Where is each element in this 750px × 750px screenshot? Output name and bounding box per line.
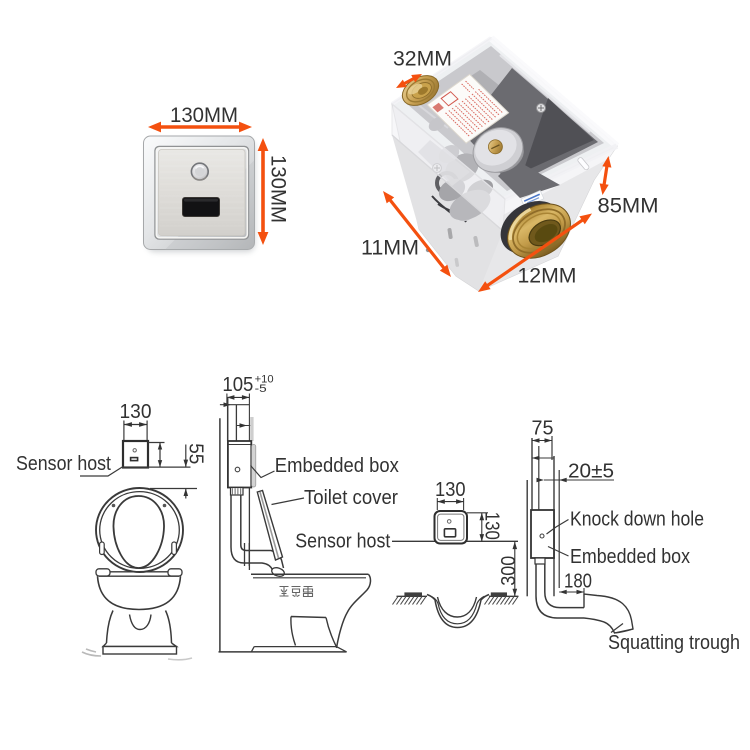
svg-text:-5: -5 <box>255 383 267 395</box>
svg-text:Embedded box: Embedded box <box>275 455 399 477</box>
svg-text:+10: +10 <box>255 374 274 386</box>
svg-text:130: 130 <box>480 512 502 540</box>
svg-text:Toilet cover: Toilet cover <box>304 487 398 509</box>
svg-text:75: 75 <box>532 418 554 440</box>
svg-text:Squatting trough: Squatting trough <box>608 632 740 654</box>
svg-text:130: 130 <box>435 479 466 501</box>
svg-text:130: 130 <box>120 401 152 423</box>
svg-text:Sensor host: Sensor host <box>295 531 390 553</box>
svg-text:12MM: 12MM <box>518 265 577 288</box>
svg-text:Knock down hole: Knock down hole <box>570 509 704 531</box>
svg-text:55: 55 <box>185 443 207 464</box>
svg-text:11MM: 11MM <box>361 237 419 260</box>
svg-text:32MM: 32MM <box>393 48 452 71</box>
svg-text:Embedded box: Embedded box <box>570 546 690 568</box>
svg-text:130MM: 130MM <box>267 155 290 223</box>
svg-text:85MM: 85MM <box>598 195 659 218</box>
svg-text:105: 105 <box>222 374 253 396</box>
svg-text:180: 180 <box>564 571 592 593</box>
svg-text:130MM: 130MM <box>170 104 238 127</box>
svg-text:300: 300 <box>498 556 520 586</box>
svg-text:Sensor host: Sensor host <box>16 453 111 475</box>
svg-text:20±5: 20±5 <box>568 461 614 483</box>
